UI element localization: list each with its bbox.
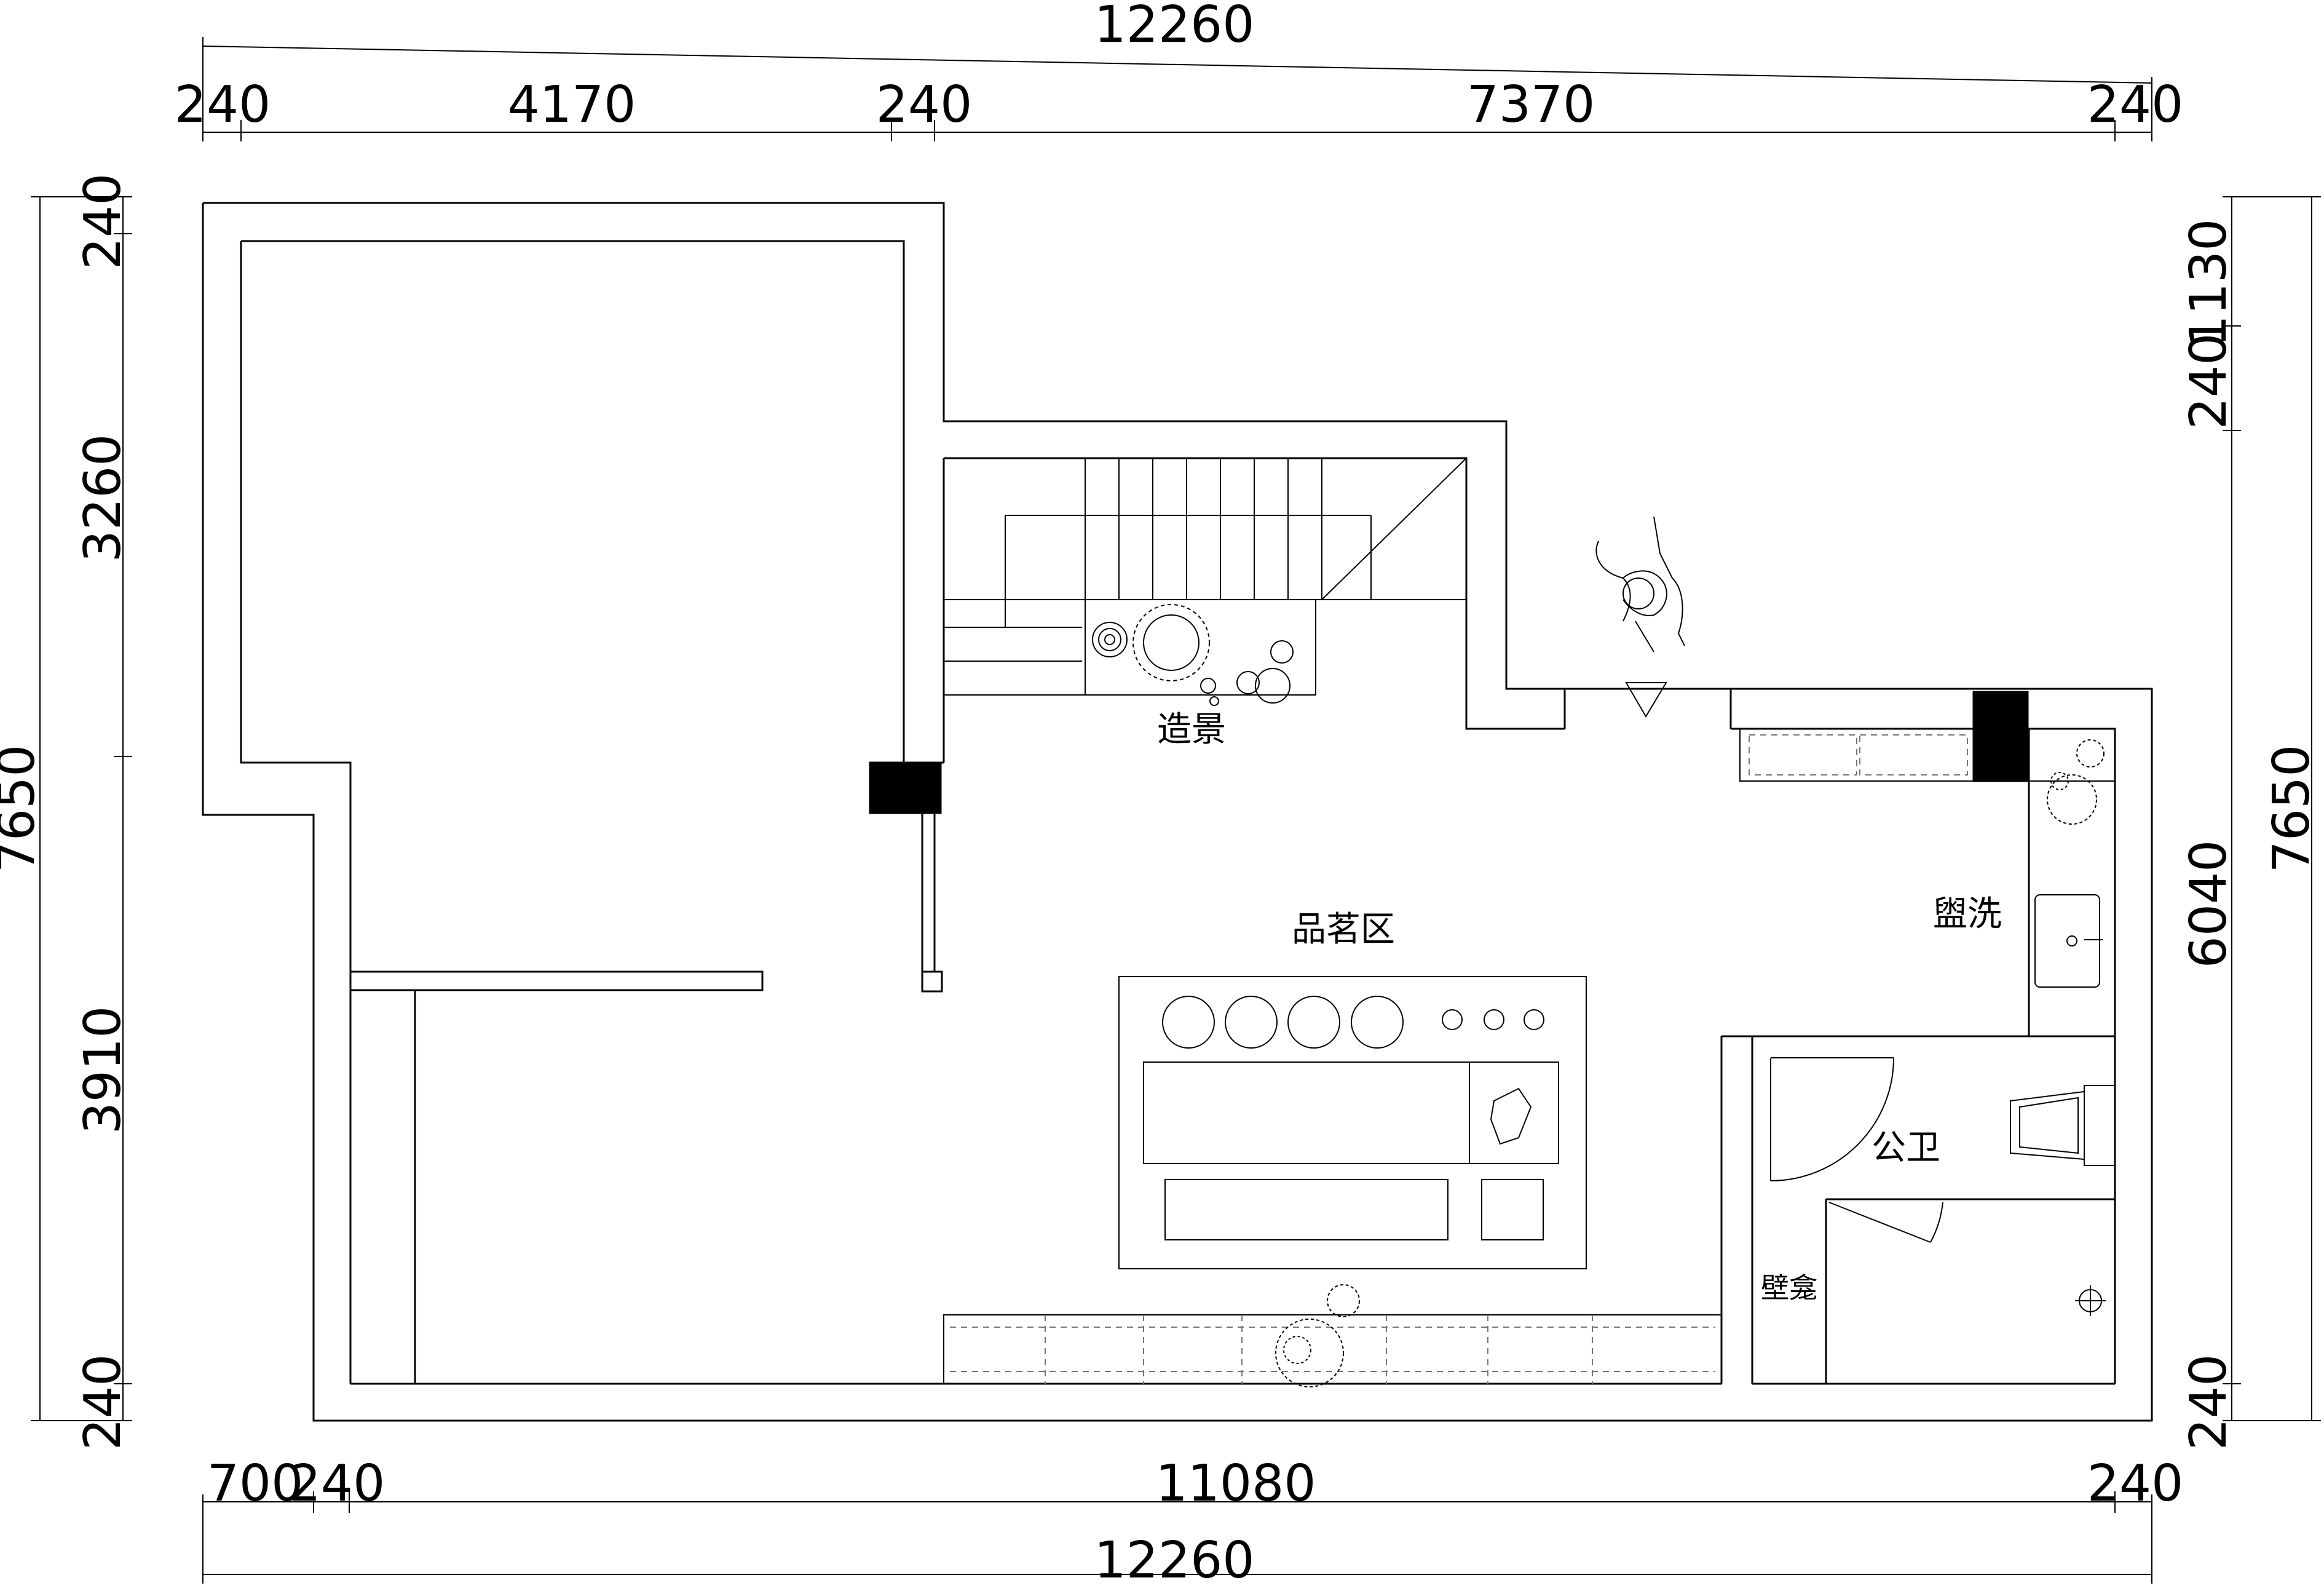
walls: [202, 202, 2153, 1422]
top-dimension-chain: 12260 240 4170 240 7370 240: [175, 0, 2184, 141]
right-dimension-chain: 240 1130 6040 240 7650: [2180, 196, 2321, 1451]
dim-left-seg-2: 3260: [74, 434, 132, 563]
bottom-bench: [943, 1314, 1722, 1384]
top-counter: [1739, 728, 2116, 782]
plant-icon-top-right: [2047, 739, 2105, 825]
label-landscape: 造景: [1157, 710, 1226, 750]
dim-top-seg-5: 240: [2087, 76, 2184, 134]
toilet-room: 公卫 壁龛: [1761, 1057, 2116, 1316]
person-figure: [1595, 516, 1685, 718]
dim-bottom-total: 12260: [1094, 1531, 1255, 1590]
dim-left-seg-4: 240: [74, 1354, 132, 1451]
staircase: [944, 458, 1467, 696]
dim-right-seg-1: 240: [2180, 333, 2238, 430]
dim-top-seg-3: 240: [876, 76, 973, 134]
wash-basin: 盥洗: [1933, 894, 2103, 988]
dim-top-total: 12260: [1094, 0, 1255, 54]
plant-icon-bottom: [1275, 1284, 1360, 1387]
dim-left-seg-1: 240: [74, 173, 132, 270]
label-tea-area: 品茗区: [1292, 910, 1395, 950]
dim-top-seg-2: 4170: [508, 76, 636, 134]
label-public-toilet: 公卫: [1871, 1128, 1940, 1168]
bottom-dimension-chain: 700 240 11080 240 12260: [202, 1454, 2184, 1590]
column-right: [1972, 691, 2029, 782]
label-washing: 盥洗: [1933, 894, 2002, 934]
dim-right-total: 7650: [2263, 745, 2321, 873]
dim-top-seg-4: 7370: [1467, 76, 1595, 134]
dim-right-seg-2: 1130: [2180, 219, 2238, 347]
dim-bottom-seg-2: 240: [289, 1454, 385, 1513]
dim-right-seg-4: 240: [2180, 1354, 2238, 1451]
dim-left-seg-3: 3910: [74, 1006, 132, 1135]
column-left: [869, 761, 942, 814]
dim-left-total: 7650: [0, 745, 46, 873]
landscape-feature: 造景: [1092, 604, 1294, 750]
dim-right-seg-3: 6040: [2180, 840, 2238, 969]
dim-bottom-seg-3: 11080: [1156, 1454, 1316, 1513]
left-dimension-chain: 7650 240 3260 3910 240: [0, 173, 132, 1451]
dim-bottom-seg-1: 700: [207, 1454, 304, 1513]
dim-bottom-seg-4: 240: [2087, 1454, 2184, 1513]
label-niche: 壁龛: [1761, 1271, 1817, 1304]
tea-area: 品茗区: [1118, 910, 1587, 1269]
dim-top-seg-1: 240: [175, 76, 271, 134]
